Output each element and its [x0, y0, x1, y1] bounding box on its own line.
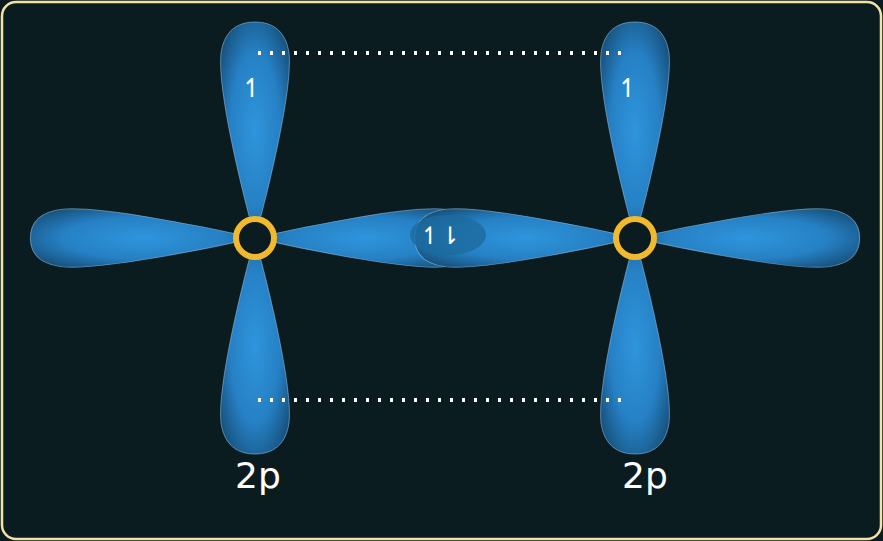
left-p-orbitals — [30, 22, 289, 454]
nucleus — [616, 219, 654, 257]
sigma-overlap — [255, 209, 635, 268]
electron-arrow: ↿ — [617, 75, 639, 101]
pi-overlap-line — [258, 398, 622, 402]
electron-pair: ↿⇂ — [420, 224, 460, 248]
orbital-label: 2p — [235, 458, 281, 494]
right-p-orbitals — [601, 22, 860, 454]
orbital-label: 2p — [622, 458, 668, 494]
electron-arrow: ↿ — [241, 75, 263, 101]
electron-pair-patch — [410, 215, 486, 255]
pi-overlap-line — [258, 51, 622, 55]
nucleus — [236, 219, 274, 257]
